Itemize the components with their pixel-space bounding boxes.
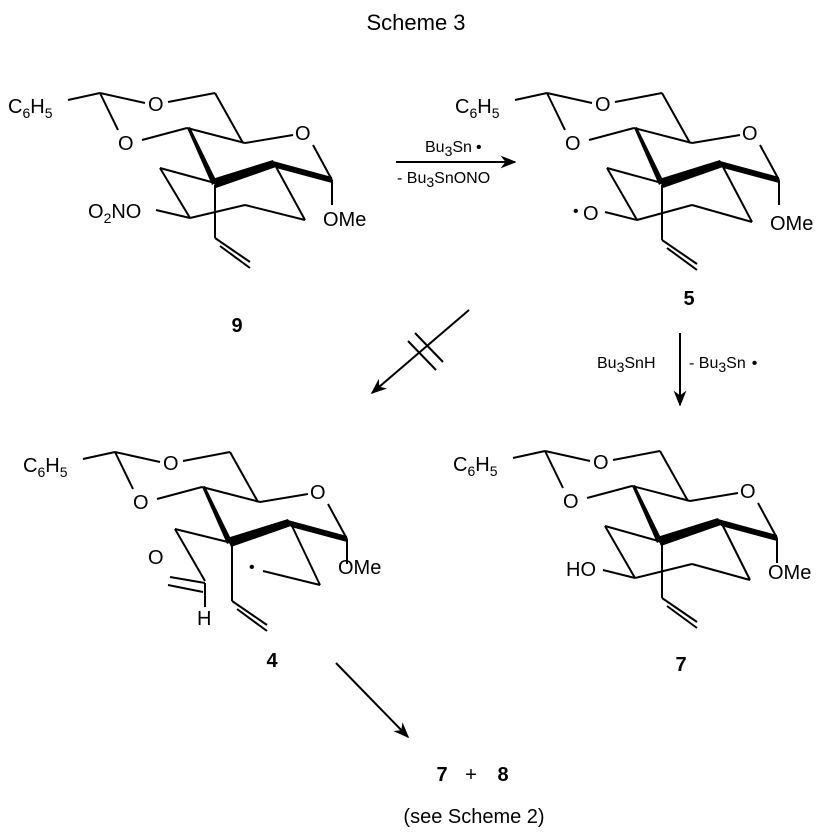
oxygen-atom: O (148, 94, 164, 116)
blocked-mark (414, 332, 444, 363)
radical-dot: • (249, 559, 255, 576)
methoxy-label: OMe (338, 557, 381, 579)
phenyl-label: C6H5 (455, 96, 500, 121)
plus-sign: + (465, 764, 477, 786)
oxygen-atom: O (310, 482, 326, 504)
oxygen-atom: O (595, 94, 611, 116)
oxygen-atom: O (593, 452, 609, 474)
compound-number: 9 (231, 315, 242, 337)
oxy-radical-label: O (583, 203, 599, 225)
methoxy-label: OMe (768, 562, 811, 584)
reagent-label: Bu3SnH (597, 355, 656, 375)
byproduct-label: - Bu3SnONO (397, 170, 490, 190)
product-7: 7 (436, 764, 447, 786)
arrow-5-to-7: Bu3SnH - Bu3Sn• (597, 333, 757, 407)
compound-9: C6H5 O O O OMe O2NO 9 (8, 92, 366, 337)
reagent-label: Bu3Sn• (425, 139, 482, 159)
oxygen-atom: O (295, 123, 311, 145)
methoxy-label: OMe (770, 213, 813, 235)
oxygen-atom: O (118, 133, 134, 155)
compound-number: 4 (266, 650, 278, 672)
oxygen-atom: O (133, 492, 149, 514)
compound-5: C6H5 O O O OMe • O 5 (455, 92, 813, 310)
oxygen-atom: O (565, 133, 581, 155)
compound-7: C6H5 O O O OMe HO 7 (453, 450, 811, 676)
blocked-mark (407, 340, 437, 371)
oxygen-atom: O (563, 491, 579, 513)
phenyl-label: C6H5 (23, 455, 68, 480)
phenyl-label: C6H5 (8, 96, 53, 121)
oxygen-atom: O (163, 453, 179, 475)
compound-number: 5 (683, 288, 694, 310)
arrow-9-to-5: Bu3Sn• - Bu3SnONO (396, 139, 517, 190)
methoxy-label: OMe (323, 209, 366, 231)
aldehyde-hydrogen: H (197, 608, 211, 630)
phenyl-label: C6H5 (453, 454, 498, 479)
arrow-4-to-products (335, 662, 410, 739)
radical-dot: • (573, 203, 579, 220)
product-8: 8 (497, 764, 508, 786)
oxygen-atom: O (740, 481, 756, 503)
hydroxyl-label: HO (566, 559, 596, 581)
nitrate-label: O2NO (88, 201, 141, 226)
aldehyde-oxygen: O (148, 547, 164, 569)
scheme-title: Scheme 3 (366, 10, 465, 35)
blocked-arrow-9-to-4 (370, 309, 470, 395)
compound-4: C6H5 O O O OMe O H • 4 (23, 451, 381, 672)
byproduct-label: - Bu3Sn• (689, 355, 757, 375)
products: 7 + 8 (see Scheme 2) (403, 764, 544, 828)
oxygen-atom: O (742, 123, 758, 145)
compound-number: 7 (675, 654, 686, 676)
reference-note: (see Scheme 2) (403, 806, 544, 828)
